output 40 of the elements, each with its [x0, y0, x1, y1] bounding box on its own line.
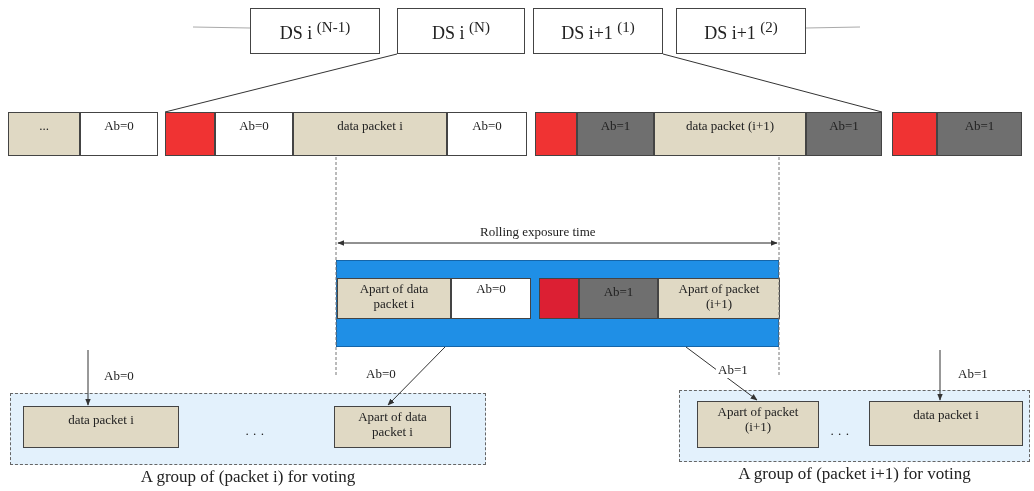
ds-box: DS i+1 $^{(1)}$ [533, 8, 663, 54]
marker-cell [539, 278, 579, 319]
edge-label: Ab=1 [716, 362, 750, 378]
connector-line [805, 26, 861, 29]
marker-cell [165, 112, 215, 156]
arrow [387, 346, 446, 406]
packet-cell: data packet i [293, 112, 447, 156]
arrow [85, 349, 91, 406]
group-caption: A group of (packet i+1) for voting [737, 464, 972, 484]
packet-box: Apart of packet (i+1) [697, 401, 819, 448]
dimension-label: Rolling exposure time [480, 224, 596, 240]
ellipsis-text: · · · [830, 426, 850, 442]
bit-cell: Ab=0 [451, 278, 531, 319]
bit-cell: Ab=0 [215, 112, 293, 156]
bit-cell: Ab=0 [447, 112, 527, 156]
ellipsis-text: · · · [245, 426, 265, 442]
ds-box: DS i $^{(N)}$ [397, 8, 525, 54]
connector-line [192, 26, 251, 29]
exposure-band [336, 260, 779, 347]
packet-box: Apart of data packet i [334, 406, 451, 448]
marker-cell [535, 112, 577, 156]
arrow [685, 346, 758, 401]
connector-line [662, 53, 883, 113]
ds-box: DS i $^{(N-1)}$ [250, 8, 380, 54]
packet-cell: Apart of packet (i+1) [658, 278, 780, 319]
packet-cell: ... [8, 112, 80, 156]
packet-box: data packet i [869, 401, 1023, 446]
group-caption: A group of (packet i) for voting [139, 467, 357, 487]
bit-cell: Ab=1 [577, 112, 654, 156]
arrow [937, 349, 943, 401]
connector-line [164, 53, 398, 113]
ds-box: DS i+1 $^{(2)}$ [676, 8, 806, 54]
bit-cell: Ab=0 [80, 112, 158, 156]
packet-cell: data packet (i+1) [654, 112, 806, 156]
packet-box: data packet i [23, 406, 179, 448]
packet-cell: Apart of data packet i [337, 278, 451, 319]
bit-cell: Ab=1 [937, 112, 1022, 156]
bit-cell: Ab=1 [579, 278, 658, 319]
bit-cell: Ab=1 [806, 112, 882, 156]
marker-cell [892, 112, 937, 156]
